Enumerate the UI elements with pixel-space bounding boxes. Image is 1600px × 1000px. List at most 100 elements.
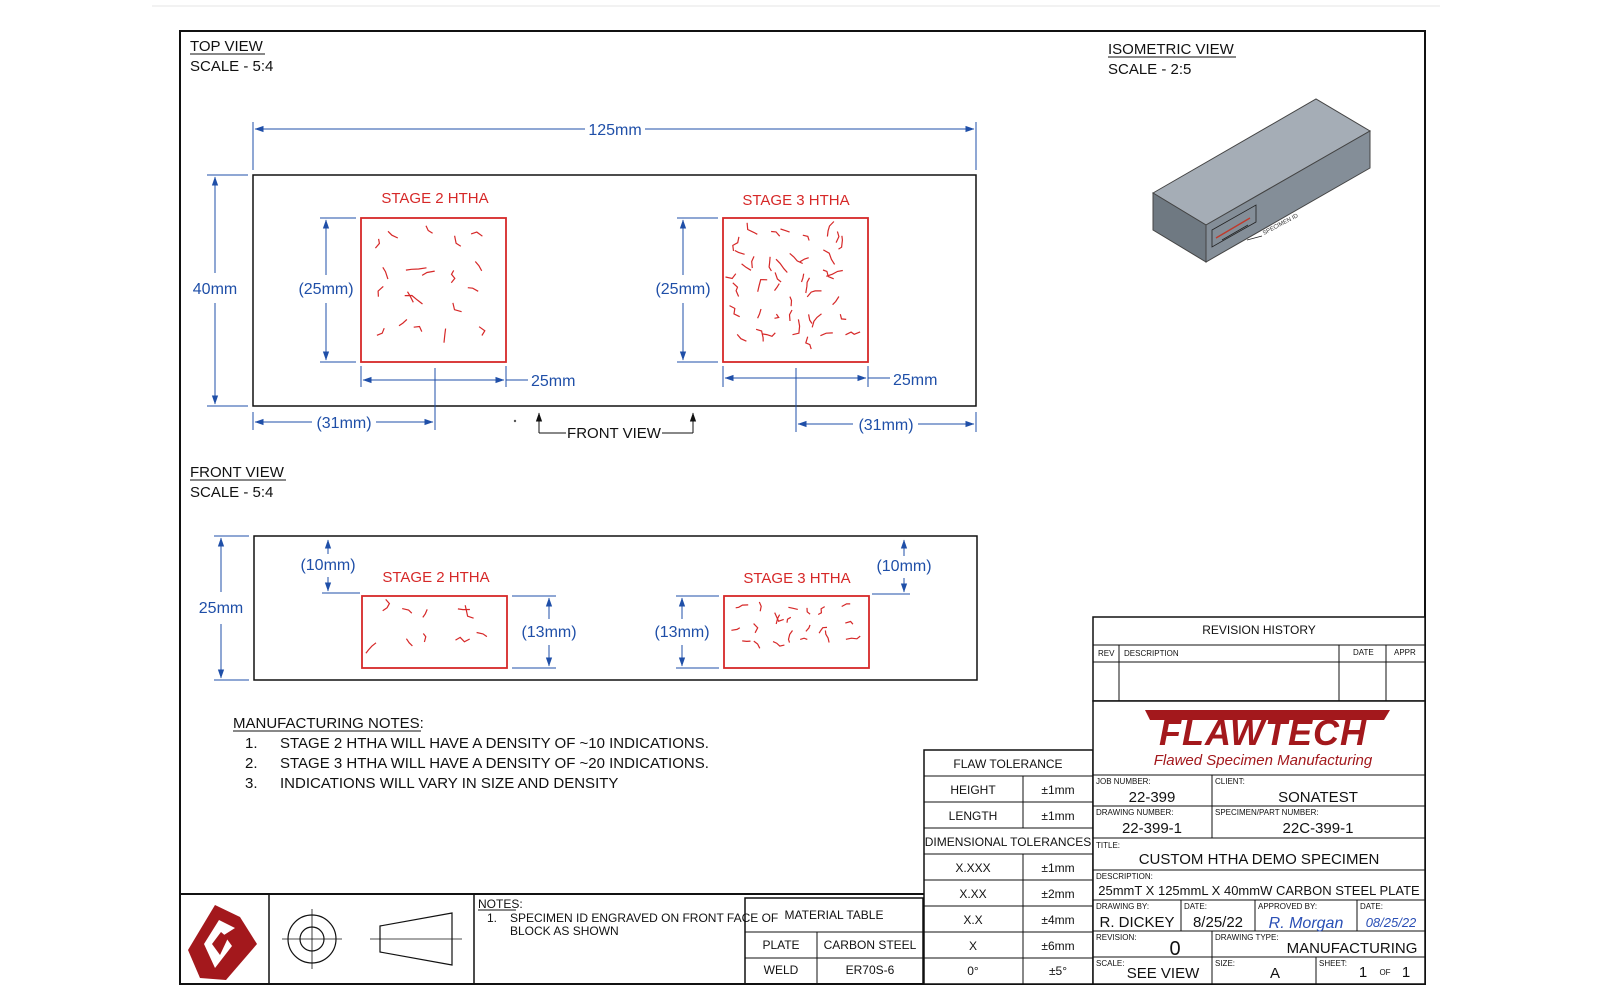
drawn-by: R. DICKEY [1099, 914, 1174, 931]
crack-indication [845, 635, 861, 640]
crack-indication [402, 608, 413, 614]
top-stage3-indications [725, 221, 861, 350]
flaw-tolerance-value: ±1mm [1041, 783, 1074, 797]
crack-indication [729, 305, 740, 318]
crack-indication [425, 225, 433, 234]
iso-block-front [1205, 130, 1371, 263]
dim-tolerance-value: ±2mm [1041, 887, 1074, 901]
crack-indication [405, 638, 413, 647]
revision-label: REVISION: [1096, 933, 1136, 942]
rev-appr-header: APPR [1394, 648, 1416, 657]
flaw-tolerance-title: FLAW TOLERANCE [953, 757, 1062, 771]
front-stage2-indications [365, 599, 488, 654]
crack-indication [376, 327, 385, 336]
drawing-type: MANUFACTURING [1287, 940, 1418, 957]
crack-indication [421, 270, 435, 276]
crack-indication [753, 623, 759, 634]
crack-indication [802, 234, 810, 241]
crack-indication [457, 608, 470, 611]
crack-indication [382, 599, 391, 612]
crack-indication [800, 637, 808, 640]
crack-indication [775, 614, 781, 625]
crack-indication [387, 230, 399, 239]
top-view-plate [252, 174, 977, 407]
front-stage2-height-dim: (13mm) [521, 624, 576, 641]
mfg-notes-heading: MANUFACTURING NOTES: [233, 715, 424, 732]
description: 25mmT X 125mmL X 40mmW CARBON STEEL PLAT… [1098, 883, 1420, 898]
crack-indication [732, 282, 740, 297]
crack-indication [805, 336, 812, 350]
drawn-by-label: DRAWING BY: [1096, 902, 1149, 911]
material-value: CARBON STEEL [824, 938, 917, 952]
crack-indication [845, 331, 861, 336]
scale: SEE VIEW [1127, 965, 1200, 982]
part-number-label: SPECIMEN/PART NUMBER: [1215, 808, 1319, 817]
isometric-view: ISOMETRIC VIEW SCALE - 2:5 SPECIMEN ID [1108, 41, 1371, 263]
mfg-note-text: INDICATIONS WILL VARY IN SIZE AND DENSIT… [280, 775, 618, 792]
crack-indication [404, 294, 423, 305]
crack-indication [775, 258, 788, 273]
crack-indication [413, 325, 423, 332]
notes-num: 1. [487, 911, 497, 925]
revision-history: REVISION HISTORY REV DESCRIPTION DATE AP… [1092, 616, 1426, 702]
crack-indication [768, 256, 772, 272]
crack-indication [422, 609, 428, 618]
crack-indication [824, 630, 830, 643]
rev-header: REV [1098, 649, 1115, 658]
top-offset-left-dim: (31mm) [316, 415, 371, 432]
size-label: SIZE: [1215, 959, 1235, 968]
dim-tolerances-title: DIMENSIONAL TOLERANCES [925, 835, 1092, 849]
company-tagline: Flawed Specimen Manufacturing [1154, 752, 1373, 769]
crack-indication [470, 231, 483, 237]
depth-right-dim: (10mm) [876, 558, 931, 575]
flaw-tolerance-value: ±1mm [1041, 809, 1074, 823]
crack-indication [789, 296, 793, 307]
front-stage3-height-dim: (13mm) [654, 624, 709, 641]
front-stage2-zone [361, 595, 508, 669]
dim-tolerance-label: X.X [963, 913, 982, 927]
crack-indication [454, 235, 462, 247]
crack-indication [845, 620, 854, 625]
top-view-scale: SCALE - 5:4 [190, 58, 273, 75]
crack-indication [806, 290, 822, 298]
top-stage2-width-dim: 25mm [531, 373, 575, 390]
crack-indication [826, 269, 843, 277]
sheet-label: SHEET: [1319, 959, 1347, 968]
revision-history-title: REVISION HISTORY [1202, 623, 1316, 637]
crack-indication [817, 606, 826, 616]
material-part: PLATE [762, 938, 799, 952]
depth-left-dim: (10mm) [300, 557, 355, 574]
dim-tolerance-label: 0° [967, 964, 979, 978]
crack-indication [786, 616, 792, 623]
front-view-title: FRONT VIEW [190, 464, 285, 481]
crack-indication [788, 606, 798, 610]
crack-indication [839, 314, 847, 320]
flawtech-logo-icon [188, 905, 257, 980]
crack-indication [789, 252, 803, 265]
dim-tolerance-label: X.XX [959, 887, 986, 901]
top-stage3-width-dim: 25mm [893, 372, 937, 389]
crack-indication [455, 636, 470, 643]
crack-indication [443, 328, 447, 343]
crack-indication [800, 273, 805, 283]
crack-indication [398, 318, 408, 327]
crack-indication [835, 231, 840, 243]
crack-indication [736, 334, 747, 342]
crack-indication [774, 272, 782, 283]
top-stage2-height-dim: (25mm) [298, 281, 353, 298]
crack-indication [725, 273, 737, 280]
crack-indication [823, 249, 836, 265]
mfg-note-num: 2. [245, 755, 258, 772]
top-stage3-height-dim: (25mm) [655, 281, 710, 298]
crack-indication [761, 332, 776, 337]
sheet-of: OF [1379, 968, 1390, 977]
approved-date: 08/25/22 [1366, 915, 1417, 930]
front-stage2-label: STAGE 2 HTHA [382, 569, 489, 586]
flawtech-logo-bar-icon [1145, 710, 1390, 720]
drawn-date: 8/25/22 [1193, 914, 1243, 931]
manufacturing-notes: MANUFACTURING NOTES: 1. STAGE 2 HTHA WIL… [233, 715, 709, 792]
iso-view-title: ISOMETRIC VIEW [1108, 41, 1235, 58]
top-stage2-label: STAGE 2 HTHA [381, 190, 488, 207]
mfg-note-text: STAGE 2 HTHA WILL HAVE A DENSITY OF ~10 … [280, 735, 709, 752]
crack-indication [799, 257, 809, 263]
